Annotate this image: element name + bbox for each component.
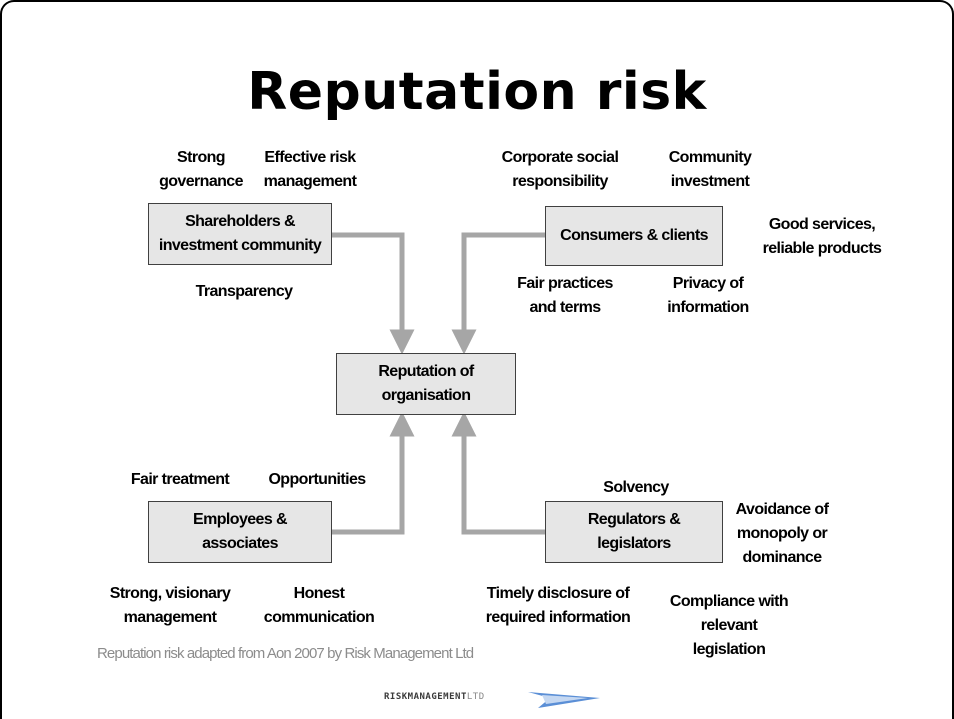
- employees-box: Employees & associates: [148, 501, 332, 563]
- page-title: Reputation risk: [247, 62, 707, 122]
- label-transparency: Transparency: [195, 283, 293, 300]
- label-good-services: Good services, reliable products: [762, 216, 882, 257]
- consumers-box: Consumers & clients: [545, 206, 723, 266]
- label-avoidance-of-monopoly: Avoidance of monopoly or dominance: [735, 501, 829, 566]
- company-logo-text: RISKMANAGEMENTLTD: [384, 692, 485, 702]
- label-honest-communication: Honest communication: [263, 585, 375, 626]
- arrow-shareholders-to-reputation: [332, 232, 415, 355]
- label-fair-practices: Fair practices and terms: [517, 275, 613, 316]
- reputation-box: Reputation of organisation: [336, 353, 516, 415]
- arrow-employees-to-reputation: [332, 411, 415, 535]
- logo-main-text: RISKMANAGEMENT: [384, 692, 467, 702]
- logo-suffix-text: LTD: [466, 692, 485, 702]
- label-corporate-social-responsibility: Corporate social responsibility: [501, 149, 619, 190]
- label-effective-risk-management: Effective risk management: [263, 149, 357, 190]
- label-timely-disclosure: Timely disclosure of required informatio…: [485, 585, 631, 626]
- regulators-box: Regulators & legislators: [545, 501, 723, 563]
- arrow-regulators-to-reputation: [451, 411, 546, 535]
- label-solvency: Solvency: [603, 479, 669, 496]
- label-compliance: Compliance with relevant legislation: [669, 593, 789, 658]
- label-fair-treatment: Fair treatment: [130, 471, 230, 488]
- shareholders-box: Shareholders & investment community: [148, 203, 332, 265]
- label-community-investment: Community investment: [668, 149, 752, 190]
- arrow-consumers-to-reputation: [451, 232, 546, 355]
- label-privacy-of-information: Privacy of information: [667, 275, 749, 316]
- label-opportunities: Opportunities: [268, 471, 366, 488]
- source-credit: Reputation risk adapted from Aon 2007 by…: [97, 645, 474, 662]
- logo-swoosh-icon: [528, 692, 600, 708]
- label-strong-governance: Strong governance: [159, 149, 243, 190]
- label-strong-visionary-management: Strong, visionary management: [109, 585, 231, 626]
